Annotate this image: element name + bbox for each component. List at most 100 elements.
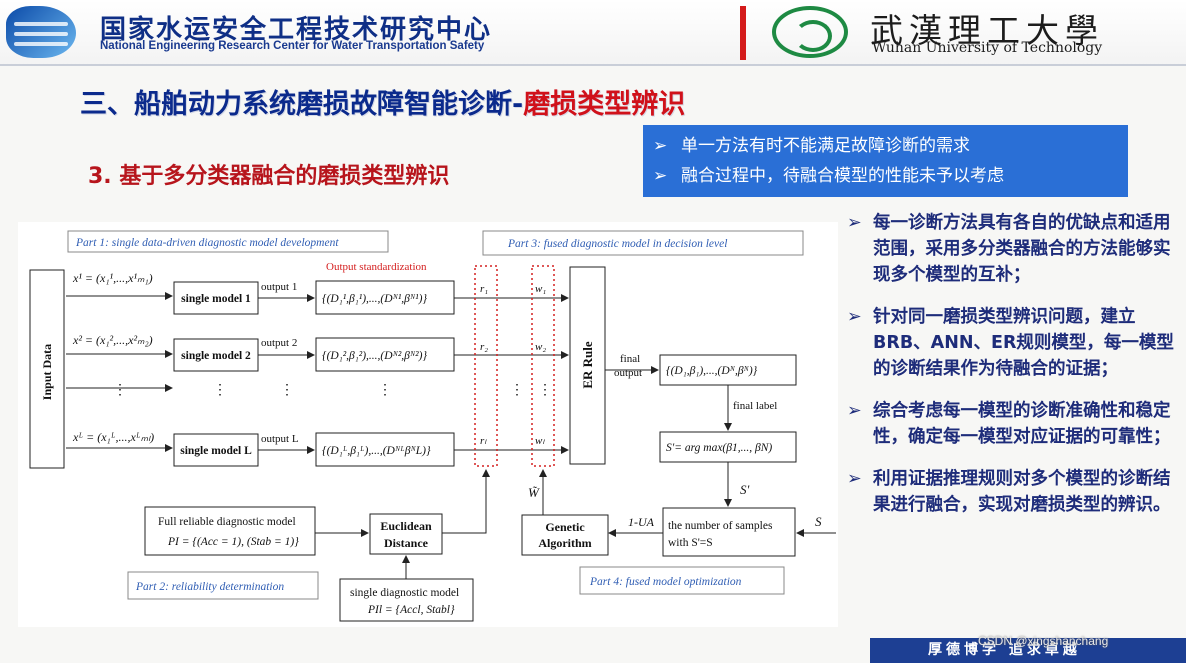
genetic-algorithm-line-2: Algorithm	[538, 536, 591, 550]
euclidean-distance-line-1: Euclidean	[380, 519, 432, 533]
genetic-algorithm-box	[521, 514, 609, 556]
section-title-highlight: 磨损类型辨识	[523, 89, 686, 120]
final-label-text: final label	[733, 400, 777, 412]
key-point-text: 利用证据推理规则对多个模型的诊断结果进行融合，实现对磨损类型的辨识。	[873, 469, 1171, 515]
header-bar: 国家水运安全工程技术研究中心 National Engineering Rese…	[0, 0, 1186, 66]
genetic-algorithm-line-1: Genetic	[545, 520, 585, 534]
part3-label: Part 3: fused diagnostic model in decisi…	[507, 238, 727, 250]
ellipsis-evidence: ⋮	[378, 383, 392, 398]
arrow-bullet-icon: ➢	[847, 213, 862, 233]
part4-label-box	[579, 566, 785, 595]
evidence-box-1	[315, 280, 455, 315]
section-title-main: 三、船舶动力系统磨损故障智能诊断-	[80, 89, 524, 120]
er-rule-label: ER Rule	[580, 341, 595, 389]
full-reliable-model-box	[144, 506, 316, 556]
evidence-l: {(D₁ᴸ,β₁ᴸ),...,(DᴺᴸβᴺL)}	[322, 445, 431, 457]
evidence-1: {(D₁¹,β₁¹),...,(Dᴺ¹,βᴺ¹)}	[322, 293, 427, 305]
single-model-2-label: single model 2	[181, 350, 251, 362]
ellipsis-input: ⋮	[113, 383, 127, 398]
r1-label: r₁	[480, 283, 488, 295]
footer-motto: 厚德博学 追求卓越	[870, 638, 1186, 663]
er-rule-box	[569, 266, 606, 465]
diagram-canvas: Part 1: single data-driven diagnostic mo…	[29, 230, 836, 622]
key-points-list: ➢ 每一诊断方法具有各自的优缺点和适用范围，采用多分类器融合的方法能够实现多个模型…	[845, 210, 1175, 534]
s-label: S	[815, 514, 822, 529]
one-minus-ua-label: 1-UA	[628, 515, 655, 529]
euclidean-distance-box	[369, 513, 443, 555]
key-point: ➢ 针对同一磨损类型辨识问题，建立BRB、ANN、ER规则模型，每一模型的诊断结果…	[845, 304, 1175, 382]
single-model-1-label: single model 1	[181, 293, 251, 305]
input-data-box	[29, 269, 65, 469]
output-1-label: output 1	[261, 281, 297, 293]
weight-column	[531, 265, 555, 467]
sample-count-line-1: the number of samples	[668, 520, 773, 532]
university-name-cn: 武漢理工大學	[870, 11, 1104, 50]
reliability-column	[474, 265, 498, 467]
output-standardization-label: Output standardization	[326, 261, 427, 273]
key-point: ➢ 每一诊断方法具有各自的优缺点和适用范围，采用多分类器融合的方法能够实现多个模型…	[845, 210, 1175, 288]
evidence-2: {(D₁²,β₁²),...,(Dᴺ²,βᴺ²)}	[322, 350, 427, 362]
ellipsis-w: ⋮	[538, 383, 552, 398]
org-name-cn: 国家水运安全工程技术研究中心	[100, 15, 493, 45]
wl-label: wₗ	[535, 435, 545, 447]
full-reliable-model-label: Full reliable diagnostic model	[158, 516, 296, 528]
w-tilde-label: W̃	[528, 485, 540, 500]
w1-label: w₁	[535, 283, 546, 295]
single-diagnostic-model-label: single diagnostic model	[350, 587, 459, 599]
key-point: ➢利用证据推理规则对多个模型的诊断结果进行融合，实现对磨损类型的辨识。	[845, 466, 1175, 518]
ellipsis-output: ⋮	[280, 383, 294, 398]
header-divider	[740, 6, 746, 60]
ellipsis-r: ⋮	[510, 383, 524, 398]
arrow-bullet-icon: ➢	[847, 307, 862, 327]
final-output-label-1: final	[620, 353, 640, 365]
callout-text: 融合过程中，待融合模型的性能未予以考虑	[681, 166, 1004, 186]
university-logo	[772, 6, 848, 58]
single-model-2-box	[173, 338, 259, 372]
key-point-text: 每一诊断方法具有各自的优缺点和适用范围，采用多分类器融合的方法能够实现多个模型的…	[873, 213, 1171, 285]
argmax-box	[659, 431, 797, 463]
fused-result: {(D₁,β₁),...,(Dᴺ,βᴺ)}	[666, 365, 758, 377]
key-point-text: 综合考虑每一模型的诊断准确性和稳定性，确定每一模型对应证据的可靠性；	[873, 401, 1171, 447]
final-output-label-2: output	[614, 367, 642, 379]
arrow-bullet-icon: ➢	[653, 166, 668, 186]
part4-label: Part 4: fused model optimization	[589, 576, 742, 588]
sample-count-line-2: with S'=S	[668, 537, 713, 549]
part1-label-box	[67, 230, 389, 253]
single-model-l-label: single model L	[180, 445, 252, 457]
arrow-bullet-icon: ➢	[847, 401, 862, 421]
part2-label: Part 2: reliability determination	[135, 581, 284, 593]
euclidean-distance-line-2: Distance	[384, 536, 429, 550]
single-model-l-box	[173, 433, 259, 467]
s-prime-label: S'	[740, 482, 750, 497]
fused-result-box	[659, 354, 797, 386]
input-xl: xᴸ = (x₁ᴸ,...,xᴸₘₗ)	[72, 430, 154, 444]
part3-label-box	[482, 230, 804, 256]
callout-text: 单一方法有时不能满足故障诊断的需求	[681, 136, 970, 156]
evidence-box-2	[315, 337, 455, 372]
input-x2: x² = (x₁²,...,x²ₘ₂)	[72, 333, 153, 347]
university-name-en: Wuhan University of Technology	[872, 40, 1103, 56]
sub-title: 3. 基于多分类器融合的磨损类型辨识	[88, 164, 450, 189]
evidence-box-l	[315, 432, 455, 467]
sample-count-box	[662, 507, 796, 557]
header-rule	[0, 64, 1186, 66]
fusion-framework-diagram: Part 1: single data-driven diagnostic mo…	[18, 222, 838, 627]
part1-label: Part 1: single data-driven diagnostic mo…	[75, 237, 339, 249]
key-point-text: 针对同一磨损类型辨识问题，建立BRB、ANN、ER规则模型，每一模型的诊断结果作…	[873, 307, 1174, 379]
input-data-label: Input Data	[40, 344, 54, 400]
part2-label-box	[127, 571, 319, 600]
callout-line: ➢ 单一方法有时不能满足故障诊断的需求	[653, 131, 1118, 161]
research-center-logo	[6, 6, 76, 58]
arrow-bullet-icon: ➢	[653, 136, 668, 156]
callout-line: ➢ 融合过程中，待融合模型的性能未予以考虑	[653, 161, 1118, 191]
w2-label: w₂	[535, 341, 546, 353]
ellipsis-model: ⋮	[213, 383, 227, 398]
single-diagnostic-model-eq: PIl = {Accl, Stabl}	[367, 604, 455, 616]
org-name-en: National Engineering Research Center for…	[100, 40, 485, 52]
problem-callout: ➢ 单一方法有时不能满足故障诊断的需求 ➢ 融合过程中，待融合模型的性能未予以考虑	[643, 125, 1128, 197]
output-l-label: output L	[261, 433, 299, 445]
watermark: CSDN @xingshanchang	[978, 634, 1109, 648]
input-x1: x¹ = (x₁¹,...,x¹ₘ₁)	[72, 271, 153, 285]
argmax-formula: S'= arg max(β1,..., βN)	[666, 442, 772, 454]
r2-label: r₂	[480, 341, 488, 353]
